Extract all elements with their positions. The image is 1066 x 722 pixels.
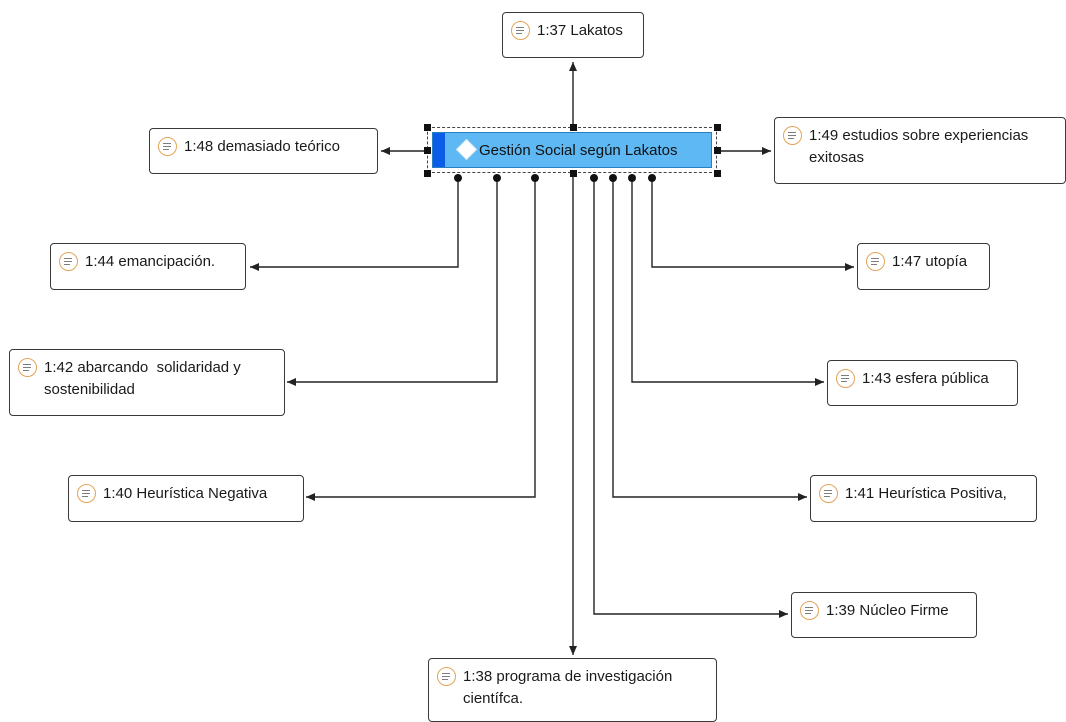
quotation-node-abarcando[interactable]: 1:42 abarcando solidaridad y sostenibili… (9, 349, 285, 416)
quotation-icon (18, 358, 37, 377)
link-abarcando (287, 178, 498, 386)
link-nucleo-firme (593, 178, 788, 618)
quotation-label: 1:44 emancipación. (85, 253, 216, 270)
resize-handle[interactable] (424, 147, 431, 154)
resize-handle[interactable] (714, 147, 721, 154)
link-emancipacion (250, 178, 459, 271)
quotation-label: 1:41 Heurística Positiva, (845, 485, 1007, 502)
quotation-icon (437, 667, 456, 686)
link-utopia (651, 178, 854, 271)
quotation-label: 1:47 utopía (892, 253, 968, 270)
quotation-node-esfera-publica[interactable]: 1:43 esfera pública (827, 360, 1018, 406)
quotation-icon (77, 484, 96, 503)
resize-handle[interactable] (714, 124, 721, 131)
quotation-label: 1:39 Núcleo Firme (826, 602, 949, 619)
quotation-label: 1:48 demasiado teórico (184, 138, 340, 155)
quotation-node-heuristica-positiva[interactable]: 1:41 Heurística Positiva, (810, 475, 1037, 522)
quotation-icon (800, 601, 819, 620)
link-anchor-dot (628, 174, 636, 182)
quotation-node-utopia[interactable]: 1:47 utopía (857, 243, 990, 290)
quotation-icon (158, 137, 177, 156)
quotation-label: 1:37 Lakatos (537, 22, 623, 39)
quotation-node-programa[interactable]: 1:38 programa de investigación científca… (428, 658, 717, 722)
code-color-bar (433, 133, 445, 167)
resize-handle[interactable] (424, 124, 431, 131)
quotation-node-emancipacion[interactable]: 1:44 emancipación. (50, 243, 246, 290)
quotation-node-lakatos[interactable]: 1:37 Lakatos (502, 12, 644, 58)
link-anchor-dot (590, 174, 598, 182)
resize-handle[interactable] (714, 170, 721, 177)
quotation-icon (59, 252, 78, 271)
link-anchor-dot (609, 174, 617, 182)
quotation-label: 1:49 estudios sobre experiencias exitosa… (809, 127, 1029, 166)
code-node-body[interactable]: Gestión Social según Lakatos (432, 132, 712, 168)
link-anchor-dot (454, 174, 462, 182)
link-heuristica-negativa (306, 178, 536, 501)
link-anchor-dot (531, 174, 539, 182)
resize-handle[interactable] (424, 170, 431, 177)
diamond-code-icon (455, 138, 478, 161)
quotation-label: 1:42 abarcando solidaridad y sostenibili… (44, 359, 245, 398)
quotation-node-heuristica-negativa[interactable]: 1:40 Heurística Negativa (68, 475, 304, 522)
code-node-label: Gestión Social según Lakatos (479, 142, 678, 159)
quotation-node-nucleo-firme[interactable]: 1:39 Núcleo Firme (791, 592, 977, 638)
quotation-node-estudios[interactable]: 1:49 estudios sobre experiencias exitosa… (774, 117, 1066, 184)
quotation-label: 1:40 Heurística Negativa (103, 485, 268, 502)
link-heuristica-positiva (612, 178, 807, 501)
quotation-icon (866, 252, 885, 271)
quotation-icon (783, 126, 802, 145)
link-anchor-dot (493, 174, 501, 182)
quotation-label: 1:38 programa de investigación científca… (463, 668, 673, 707)
quotation-icon (511, 21, 530, 40)
link-esfera-publica (631, 178, 824, 386)
quotation-icon (819, 484, 838, 503)
resize-handle[interactable] (570, 170, 577, 177)
quotation-node-demasiado-teorico[interactable]: 1:48 demasiado teórico (149, 128, 378, 174)
code-node-gestion-social[interactable]: Gestión Social según Lakatos (427, 127, 717, 173)
resize-handle[interactable] (570, 124, 577, 131)
link-anchor-dot (648, 174, 656, 182)
quotation-label: 1:43 esfera pública (862, 370, 989, 387)
quotation-icon (836, 369, 855, 388)
